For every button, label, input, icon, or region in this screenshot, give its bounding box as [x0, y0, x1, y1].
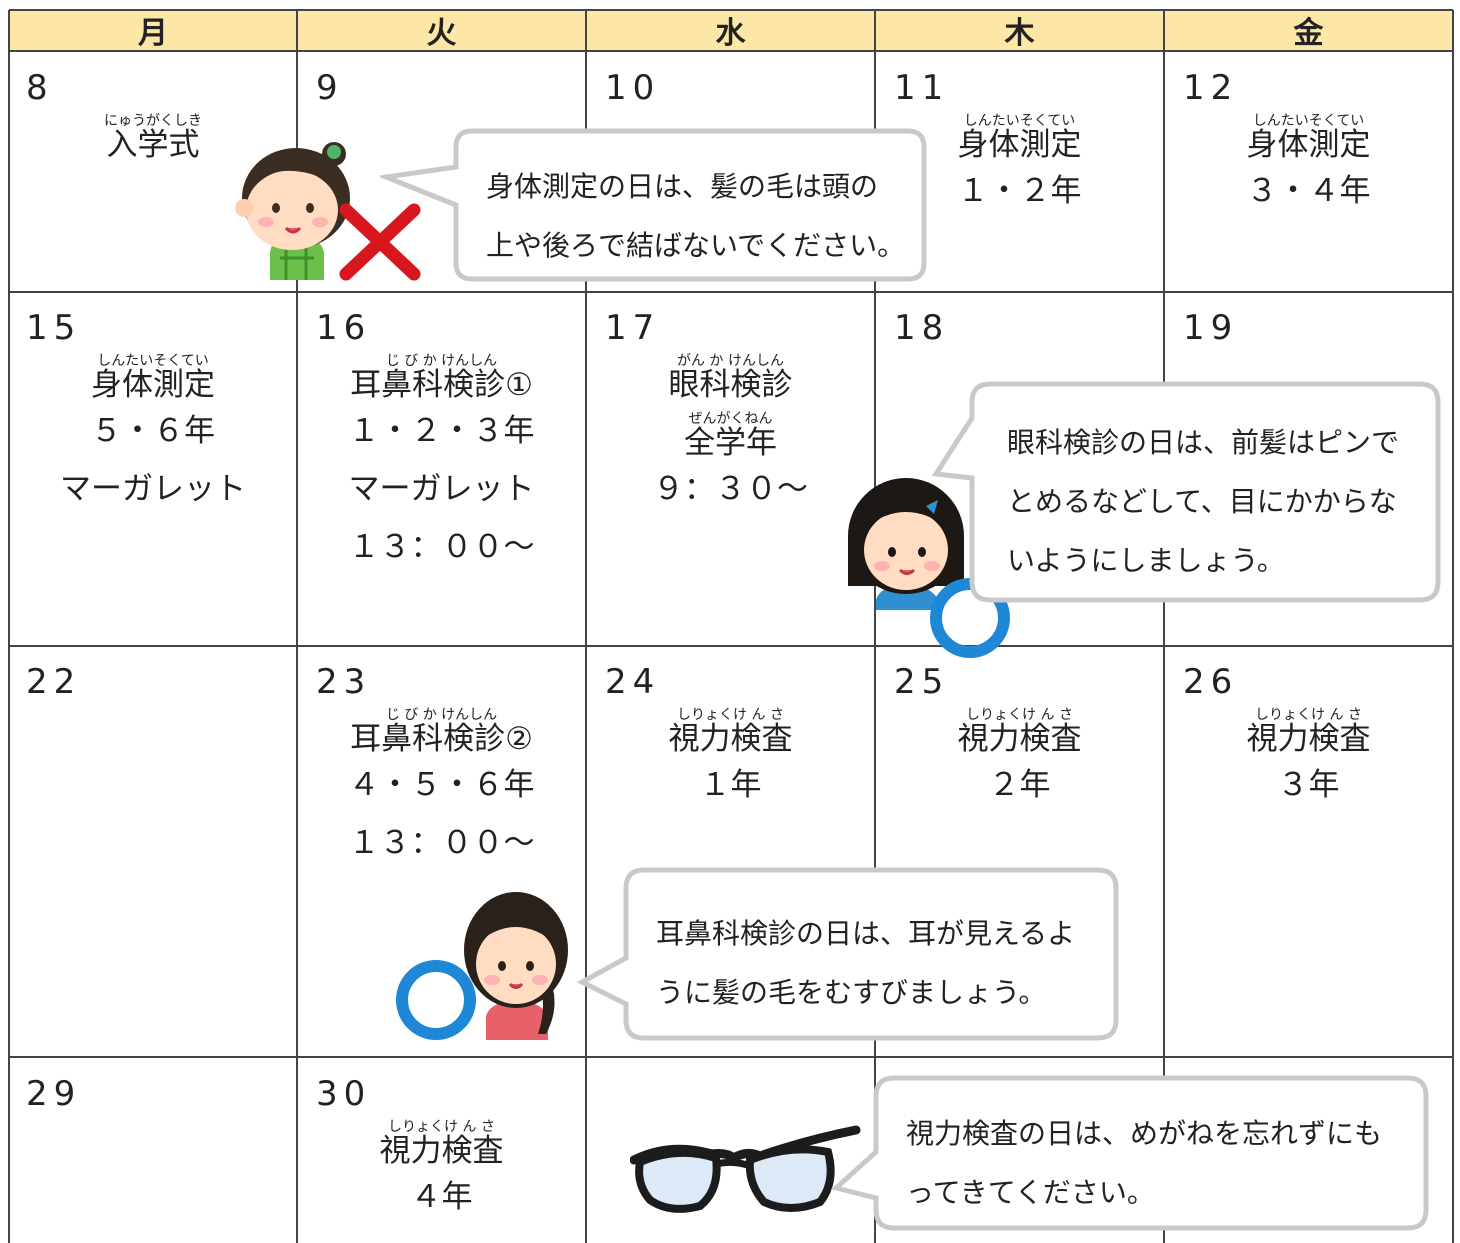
girl-ponytail-icon — [464, 892, 568, 1040]
date-26: 26 — [1183, 662, 1239, 702]
event-line: マーガレット — [60, 471, 246, 507]
date-25: 25 — [894, 662, 950, 702]
date-29: 29 — [26, 1074, 82, 1114]
event-ruby: しんたいそくてい — [963, 113, 1076, 129]
event-ruby: しんたいそくてい — [97, 353, 209, 369]
date-18: 18 — [894, 308, 950, 348]
date-30: 30 — [316, 1074, 372, 1114]
bubble-hair-line2: 上や後ろで結ばないでください。 — [486, 229, 906, 262]
date-8: 8 — [26, 68, 54, 108]
date-12: 12 — [1183, 68, 1239, 108]
event-ruby: しんたいそくてい — [1252, 113, 1365, 129]
date-17: 17 — [605, 308, 661, 348]
date-15: 15 — [26, 308, 82, 348]
event-line: １３：００～ — [348, 825, 535, 861]
header-wed: 水 — [715, 16, 746, 51]
girl-bob-icon — [848, 478, 964, 610]
event-line: １３：００～ — [348, 529, 535, 565]
event-8: にゅうがくしき 入学式 — [9, 114, 297, 162]
event-12: しんたいそくてい 身体測定 ３・４年 — [1164, 114, 1453, 220]
event-ruby: じ び か けんしん — [385, 707, 498, 723]
speech-bubble-glasses — [830, 1075, 1429, 1231]
bubble-ear-line2: うに髪の毛をむすびましょう。 — [656, 976, 1047, 1009]
event-ruby: しりょくけ ん さ — [388, 1119, 495, 1135]
event-16: じ び か けんしん 耳鼻科検診① １・２・３年 マーガレット １３：００～ — [297, 354, 586, 576]
event-title: 視力検査 — [668, 721, 793, 757]
event-25: しりょくけ ん さ 視力検査 ２年 — [875, 708, 1164, 814]
event-23: じ び か けんしん 耳鼻科検診② ４・５・６年 １３：００～ — [297, 708, 586, 872]
event-ruby: しりょくけ ん さ — [1255, 707, 1362, 723]
event-line: ３年 — [1277, 767, 1340, 803]
speech-bubble-eye — [931, 381, 1441, 603]
bubble-glasses-line2: ってきてください。 — [906, 1176, 1155, 1209]
bubble-hair-line1: 身体測定の日は、髪の毛は頭の — [486, 170, 879, 203]
date-24: 24 — [605, 662, 661, 702]
cross-mark-icon — [339, 203, 421, 281]
event-title: 耳鼻科検診② — [350, 721, 533, 757]
date-19: 19 — [1183, 308, 1239, 348]
event-line: ２年 — [988, 767, 1051, 803]
header-tue: 火 — [426, 16, 457, 51]
date-10: 10 — [605, 68, 661, 108]
event-17: がん か けんしん 眼科検診 ぜんがくねん 全学年 ９：３０～ — [586, 354, 875, 518]
date-16: 16 — [316, 308, 372, 348]
event-line: ３・４年 — [1246, 173, 1371, 209]
circle-mark-icon — [396, 960, 476, 1040]
event-line: ４・５・６年 — [348, 767, 535, 803]
event-title: 眼科検診 — [668, 367, 793, 403]
date-22: 22 — [26, 662, 82, 702]
bubble-eye-line3: いようにしましょう。 — [1007, 544, 1285, 577]
speech-bubble-hair — [380, 128, 927, 282]
event-line: ９：３０～ — [653, 471, 808, 507]
event-title: 全学年 — [684, 425, 777, 461]
event-30: しりょくけ ん さ 視力検査 ４年 — [297, 1120, 586, 1226]
speech-bubble-ear — [576, 867, 1119, 1041]
bubble-glasses-line1: 視力検査の日は、めがねを忘れずにも — [906, 1117, 1383, 1150]
event-ruby: がん か けんしん — [677, 353, 784, 369]
event-title: 身体測定 — [1246, 127, 1371, 163]
event-line: １・２・３年 — [348, 413, 535, 449]
date-23: 23 — [316, 662, 372, 702]
header-thu: 木 — [1004, 16, 1035, 51]
event-line: マーガレット — [348, 471, 535, 507]
header-mon: 月 — [138, 16, 168, 51]
event-title: 身体測定 — [91, 367, 215, 403]
event-title: 視力検査 — [1246, 721, 1371, 757]
event-ruby: ぜんがくねん — [688, 411, 773, 427]
girl-pigtail-icon — [235, 142, 350, 280]
header-fri: 金 — [1293, 16, 1324, 51]
event-ruby: じ び か けんしん — [385, 353, 498, 369]
event-24: しりょくけ ん さ 視力検査 １年 — [586, 708, 875, 814]
event-title: 視力検査 — [957, 721, 1082, 757]
event-ruby: しりょくけ ん さ — [677, 707, 784, 723]
event-line: ５・６年 — [91, 413, 215, 449]
event-26: しりょくけ ん さ 視力検査 ３年 — [1164, 708, 1453, 814]
date-9: 9 — [316, 68, 344, 108]
bubble-eye-line1: 眼科検診の日は、前髪はピンで — [1007, 426, 1400, 459]
event-title: 身体測定 — [957, 127, 1082, 163]
event-ruby: にゅうがくしき — [104, 113, 202, 129]
event-line: １年 — [699, 767, 762, 803]
event-ruby: しりょくけ ん さ — [966, 707, 1073, 723]
event-line: ４年 — [410, 1179, 473, 1215]
glasses-icon — [630, 1125, 861, 1213]
bubble-eye-line2: とめるなどして、目にかからな — [1007, 485, 1397, 518]
event-15: しんたいそくてい 身体測定 ５・６年 マーガレット — [9, 354, 297, 518]
event-title: 入学式 — [106, 127, 200, 163]
event-title: 耳鼻科検診① — [350, 367, 533, 403]
bubble-ear-line1: 耳鼻科検診の日は、耳が見えるよ — [656, 917, 1076, 950]
event-line: １・２年 — [957, 173, 1082, 209]
event-title: 視力検査 — [379, 1133, 504, 1169]
event-11: しんたいそくてい 身体測定 １・２年 — [875, 114, 1164, 220]
date-11: 11 — [894, 68, 950, 108]
